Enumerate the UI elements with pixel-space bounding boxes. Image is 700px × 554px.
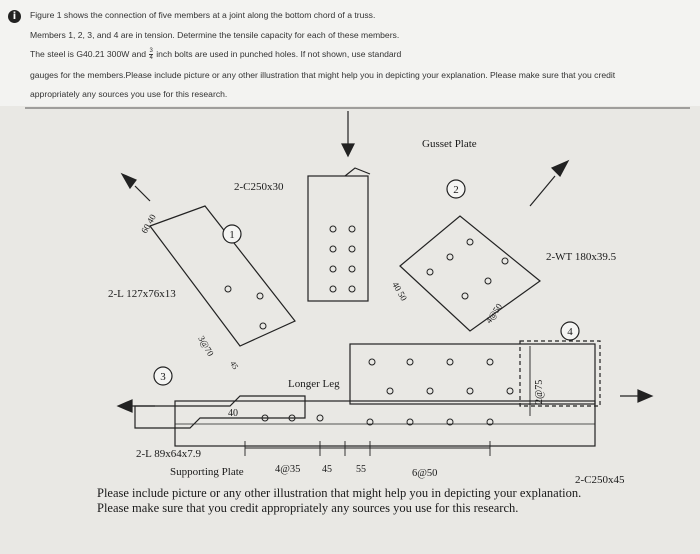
dim-40-label: 40 xyxy=(228,408,238,419)
question-line-2: Members 1, 2, 3, and 4 are in tension. D… xyxy=(30,30,400,40)
circle-1-label: 1 xyxy=(229,229,235,241)
dim-3at70-label: 3@70 xyxy=(196,334,216,358)
vertical-member-break xyxy=(344,167,371,177)
question-line-1: Figure 1 shows the connection of five me… xyxy=(30,10,376,20)
vertical-member xyxy=(307,175,369,302)
figure-caption: Please include picture or any other illu… xyxy=(97,486,581,516)
circle-3-label: 3 xyxy=(160,371,166,383)
supporting-plate xyxy=(174,400,596,447)
member-2c250x45-label: 2-C250x45 xyxy=(575,474,625,486)
member-2c250x30-label: 2-C250x30 xyxy=(234,181,284,193)
bolt-holes xyxy=(224,225,514,426)
dim-6at50-label: 6@50 xyxy=(412,468,437,479)
member-4-circle xyxy=(560,321,580,341)
member-2wt-label: 2-WT 180x39.5 xyxy=(546,251,617,263)
member-4-wt xyxy=(519,340,601,407)
dim-55-label: 55 xyxy=(356,464,366,475)
gusset-plate xyxy=(349,343,596,405)
dim-4at50-label: 4@50 xyxy=(483,301,504,325)
member-3-angle xyxy=(134,395,306,429)
member-2-diagonal xyxy=(399,215,541,332)
member-3-circle xyxy=(153,366,173,386)
question-line-4: gauges for the members.Please include pi… xyxy=(30,70,616,80)
gusset-plate-label: Gusset Plate xyxy=(422,138,477,150)
member-1-circle xyxy=(222,224,242,244)
member-2-circle xyxy=(446,179,466,199)
caption-line-1: Please include picture or any other illu… xyxy=(97,486,582,500)
circle-2-label: 2 xyxy=(453,184,459,196)
dim-2at75-label: 2@75 xyxy=(534,380,545,404)
dim-40-50-label: 40 50 xyxy=(390,280,409,303)
question-line-5: appropriately any sources you use for th… xyxy=(30,89,228,99)
fraction-denominator: 4 xyxy=(149,55,153,61)
longer-leg-label: Longer Leg xyxy=(288,378,340,390)
member-circles xyxy=(153,179,580,386)
member-1-diagonal xyxy=(149,205,296,347)
truss-joint-drawing: 2 1 3 4 Gusset Plate 2-C250x30 2-L 127x7… xyxy=(25,107,690,486)
member-2l89-label: 2-L 89x64x7.9 xyxy=(136,448,201,460)
question-header: i Figure 1 shows the connection of five … xyxy=(0,0,700,106)
force-arrows xyxy=(116,111,654,413)
dimension-lines xyxy=(244,346,531,456)
dim-45-label: 45 xyxy=(322,464,332,475)
question-line-3: The steel is G40.21 300W and 3 4 inch bo… xyxy=(30,48,401,61)
dim-4at35-label: 4@35 xyxy=(275,464,300,475)
question-line-3-post: inch bolts are used in punched holes. If… xyxy=(156,48,402,59)
circle-4-label: 4 xyxy=(567,326,573,338)
supporting-plate-label: Supporting Plate xyxy=(170,466,244,478)
question-line-3-pre: The steel is G40.21 300W and xyxy=(30,48,147,59)
member-2l127-label: 2-L 127x76x13 xyxy=(108,288,176,300)
dim-45s-label: 45 xyxy=(228,360,240,371)
caption-line-2: Please make sure that you credit appropr… xyxy=(97,501,519,515)
fraction-numerator: 3 xyxy=(149,48,153,55)
info-icon: i xyxy=(8,10,21,23)
figure-photo: 2 1 3 4 Gusset Plate 2-C250x30 2-L 127x7… xyxy=(0,106,700,554)
bolt-size-fraction: 3 4 xyxy=(149,48,153,61)
